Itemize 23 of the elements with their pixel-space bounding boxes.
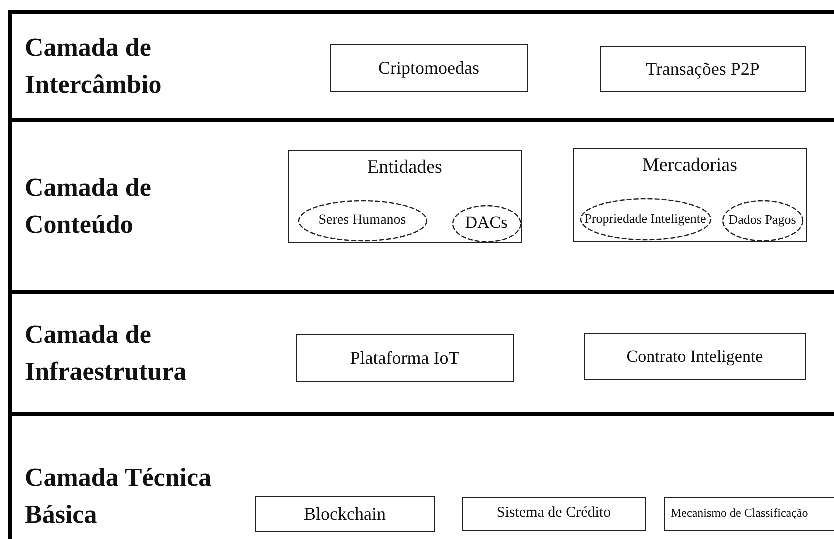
label-box: Contrato Inteligente bbox=[584, 333, 806, 380]
layer-band bbox=[8, 290, 834, 412]
layer-heading: Camada Técnica Básica bbox=[25, 462, 213, 531]
group-box bbox=[573, 148, 807, 242]
box-title: Entidades bbox=[366, 157, 444, 180]
ellipse-label: Seres Humanos bbox=[318, 212, 408, 228]
layer-heading: Camada de Intercâmbio bbox=[25, 32, 163, 101]
label-box: Plataforma IoT bbox=[296, 334, 514, 382]
layer-band bbox=[8, 118, 834, 290]
label-box: Transações P2P bbox=[600, 46, 806, 92]
label-box: Mecanismo de Classificação bbox=[664, 497, 834, 531]
layer-heading: Camada de Conteúdo bbox=[25, 172, 152, 241]
ellipse-label: Dados Pagos bbox=[728, 213, 798, 228]
layer-band bbox=[8, 412, 834, 539]
ellipse-label: DACs bbox=[464, 214, 509, 233]
ellipse-label: Propriedade Inteligente bbox=[584, 212, 708, 226]
group-box bbox=[288, 150, 522, 243]
layer-band bbox=[8, 10, 834, 118]
label-box: Blockchain bbox=[255, 496, 435, 532]
layer-heading: Camada de Infraestrutura bbox=[25, 319, 188, 388]
label-box: Criptomoedas bbox=[330, 44, 528, 92]
label-box: Sistema de Crédito bbox=[462, 497, 646, 531]
box-title: Mercadorias bbox=[642, 155, 738, 178]
